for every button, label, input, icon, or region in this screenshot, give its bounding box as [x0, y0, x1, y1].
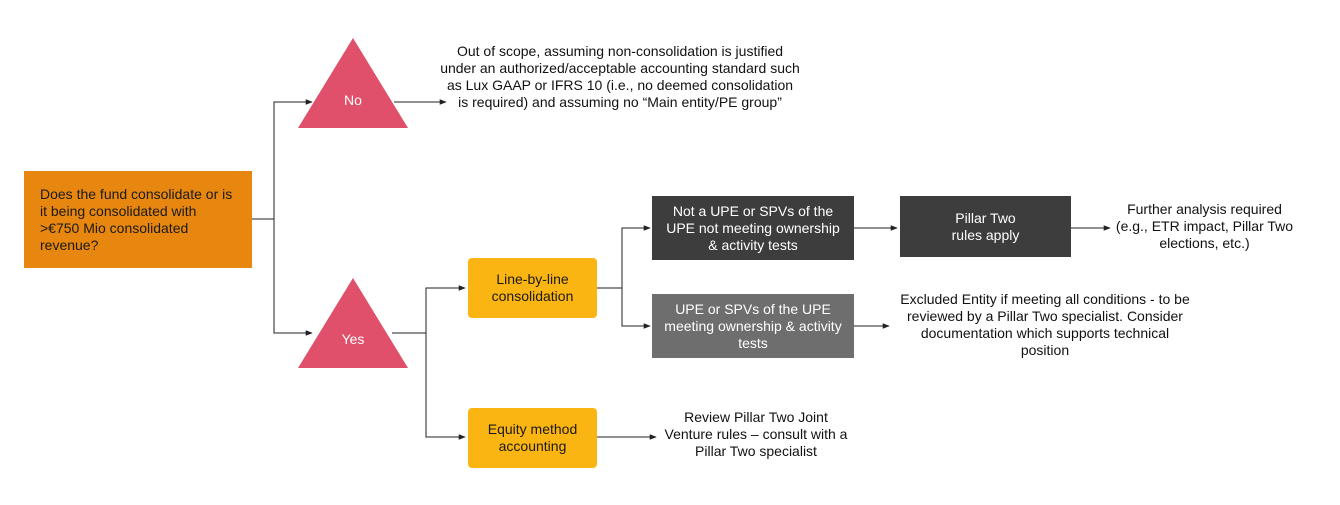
connector-lbl-upe [621, 288, 651, 329]
connector-yes-equity [425, 333, 466, 440]
decision-yes-label: Yes [341, 331, 365, 347]
decision-yes-triangle [298, 278, 408, 368]
further-analysis-text: Further analysis required (e.g., ETR imp… [1115, 201, 1294, 251]
decision-no-triangle [298, 38, 408, 128]
not-upe-text: Not a UPE or SPVs of the UPE not meeting… [666, 202, 840, 253]
line-by-line-box: Line-by-line consolidation [468, 258, 597, 318]
line-by-line-text: Line-by-line consolidation [491, 271, 574, 304]
upe-meeting-text: UPE or SPVs of the UPE meeting ownership… [664, 300, 842, 351]
connector-split-no [273, 99, 313, 219]
pillar-two-rules-box: Pillar Two rules apply [900, 196, 1071, 257]
not-upe-box: Not a UPE or SPVs of the UPE not meeting… [652, 196, 854, 260]
out-of-scope-text: Out of scope, assuming non-consolidation… [440, 43, 800, 110]
excluded-entity-text: Excluded Entity if meeting all condition… [900, 291, 1190, 358]
joint-venture-text: Review Pillar Two Joint Venture rules – … [664, 409, 848, 459]
equity-method-box: Equity method accounting [468, 408, 597, 468]
start-question-text: Does the fund consolidate or is it being… [40, 185, 233, 253]
connector-split-yes [273, 219, 313, 336]
upe-meeting-box: UPE or SPVs of the UPE meeting ownership… [652, 294, 854, 358]
decision-no-label: No [344, 92, 362, 108]
pillar-two-rules-text: Pillar Two rules apply [951, 209, 1020, 243]
connector-lbl-notupe [621, 225, 651, 288]
equity-method-text: Equity method accounting [487, 421, 578, 454]
start-question-box: Does the fund consolidate or is it being… [24, 171, 252, 268]
connector-yes-linebyline [425, 285, 466, 333]
